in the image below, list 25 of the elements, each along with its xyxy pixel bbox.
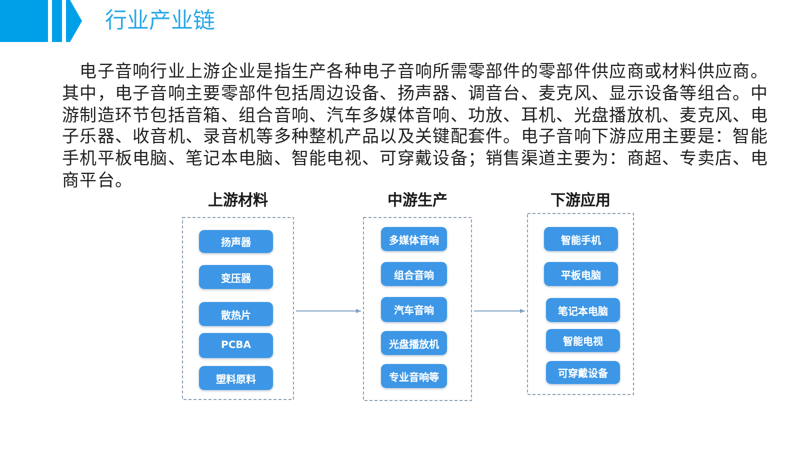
item-box: 散热片 <box>199 302 273 326</box>
item-box: 汽车音响 <box>381 297 447 322</box>
item-box: 平板电脑 <box>544 262 618 286</box>
item-box: 专业音响等 <box>381 364 447 388</box>
item-box: 光盘播放机 <box>381 331 447 355</box>
item-box: 塑料原料 <box>199 366 273 390</box>
column-heading: 下游应用 <box>550 192 610 208</box>
dashed-group-box <box>363 192 472 402</box>
dashed-group-box <box>182 192 294 401</box>
arrow <box>474 308 526 314</box>
item-box: 智能电视 <box>546 329 620 352</box>
item-box: 可穿戴设备 <box>546 361 620 384</box>
item-box: PCBA <box>199 333 273 358</box>
page-title: 行业产业链 <box>105 8 215 36</box>
item-box: 变压器 <box>199 265 273 289</box>
body-paragraph: 电子音响行业上游企业是指生产各种电子音响所需零部件的零部件供应商或材料供应商。其中，电子音响主要零部件包括周边设备、扬声器、调音台、麦克风、显示设备等组合。中游制造环节包括音箱、组合音响、汽车多媒体音响、功放、耳机、光盘播放机、麦克风、电子乐器、收音机、录音机等多种整机产品以及关键配套件。电子音响下游应用主要是：智能手机平板电脑、笔记本电脑、智能电视、可穿戴设备；销售渠道主要为：商超、专卖店、电商平台。 <box>62 61 769 192</box>
item-box: 智能手机 <box>544 227 618 251</box>
dashed-group-box <box>527 192 634 396</box>
column-heading: 上游材料 <box>208 192 268 208</box>
item-box: 笔记本电脑 <box>546 298 620 322</box>
item-box: 多媒体音响 <box>381 227 447 251</box>
column-heading: 中游生产 <box>388 192 448 208</box>
arrow <box>296 308 362 314</box>
item-box: 组合音响 <box>381 262 447 286</box>
item-box: 扬声器 <box>199 230 273 253</box>
